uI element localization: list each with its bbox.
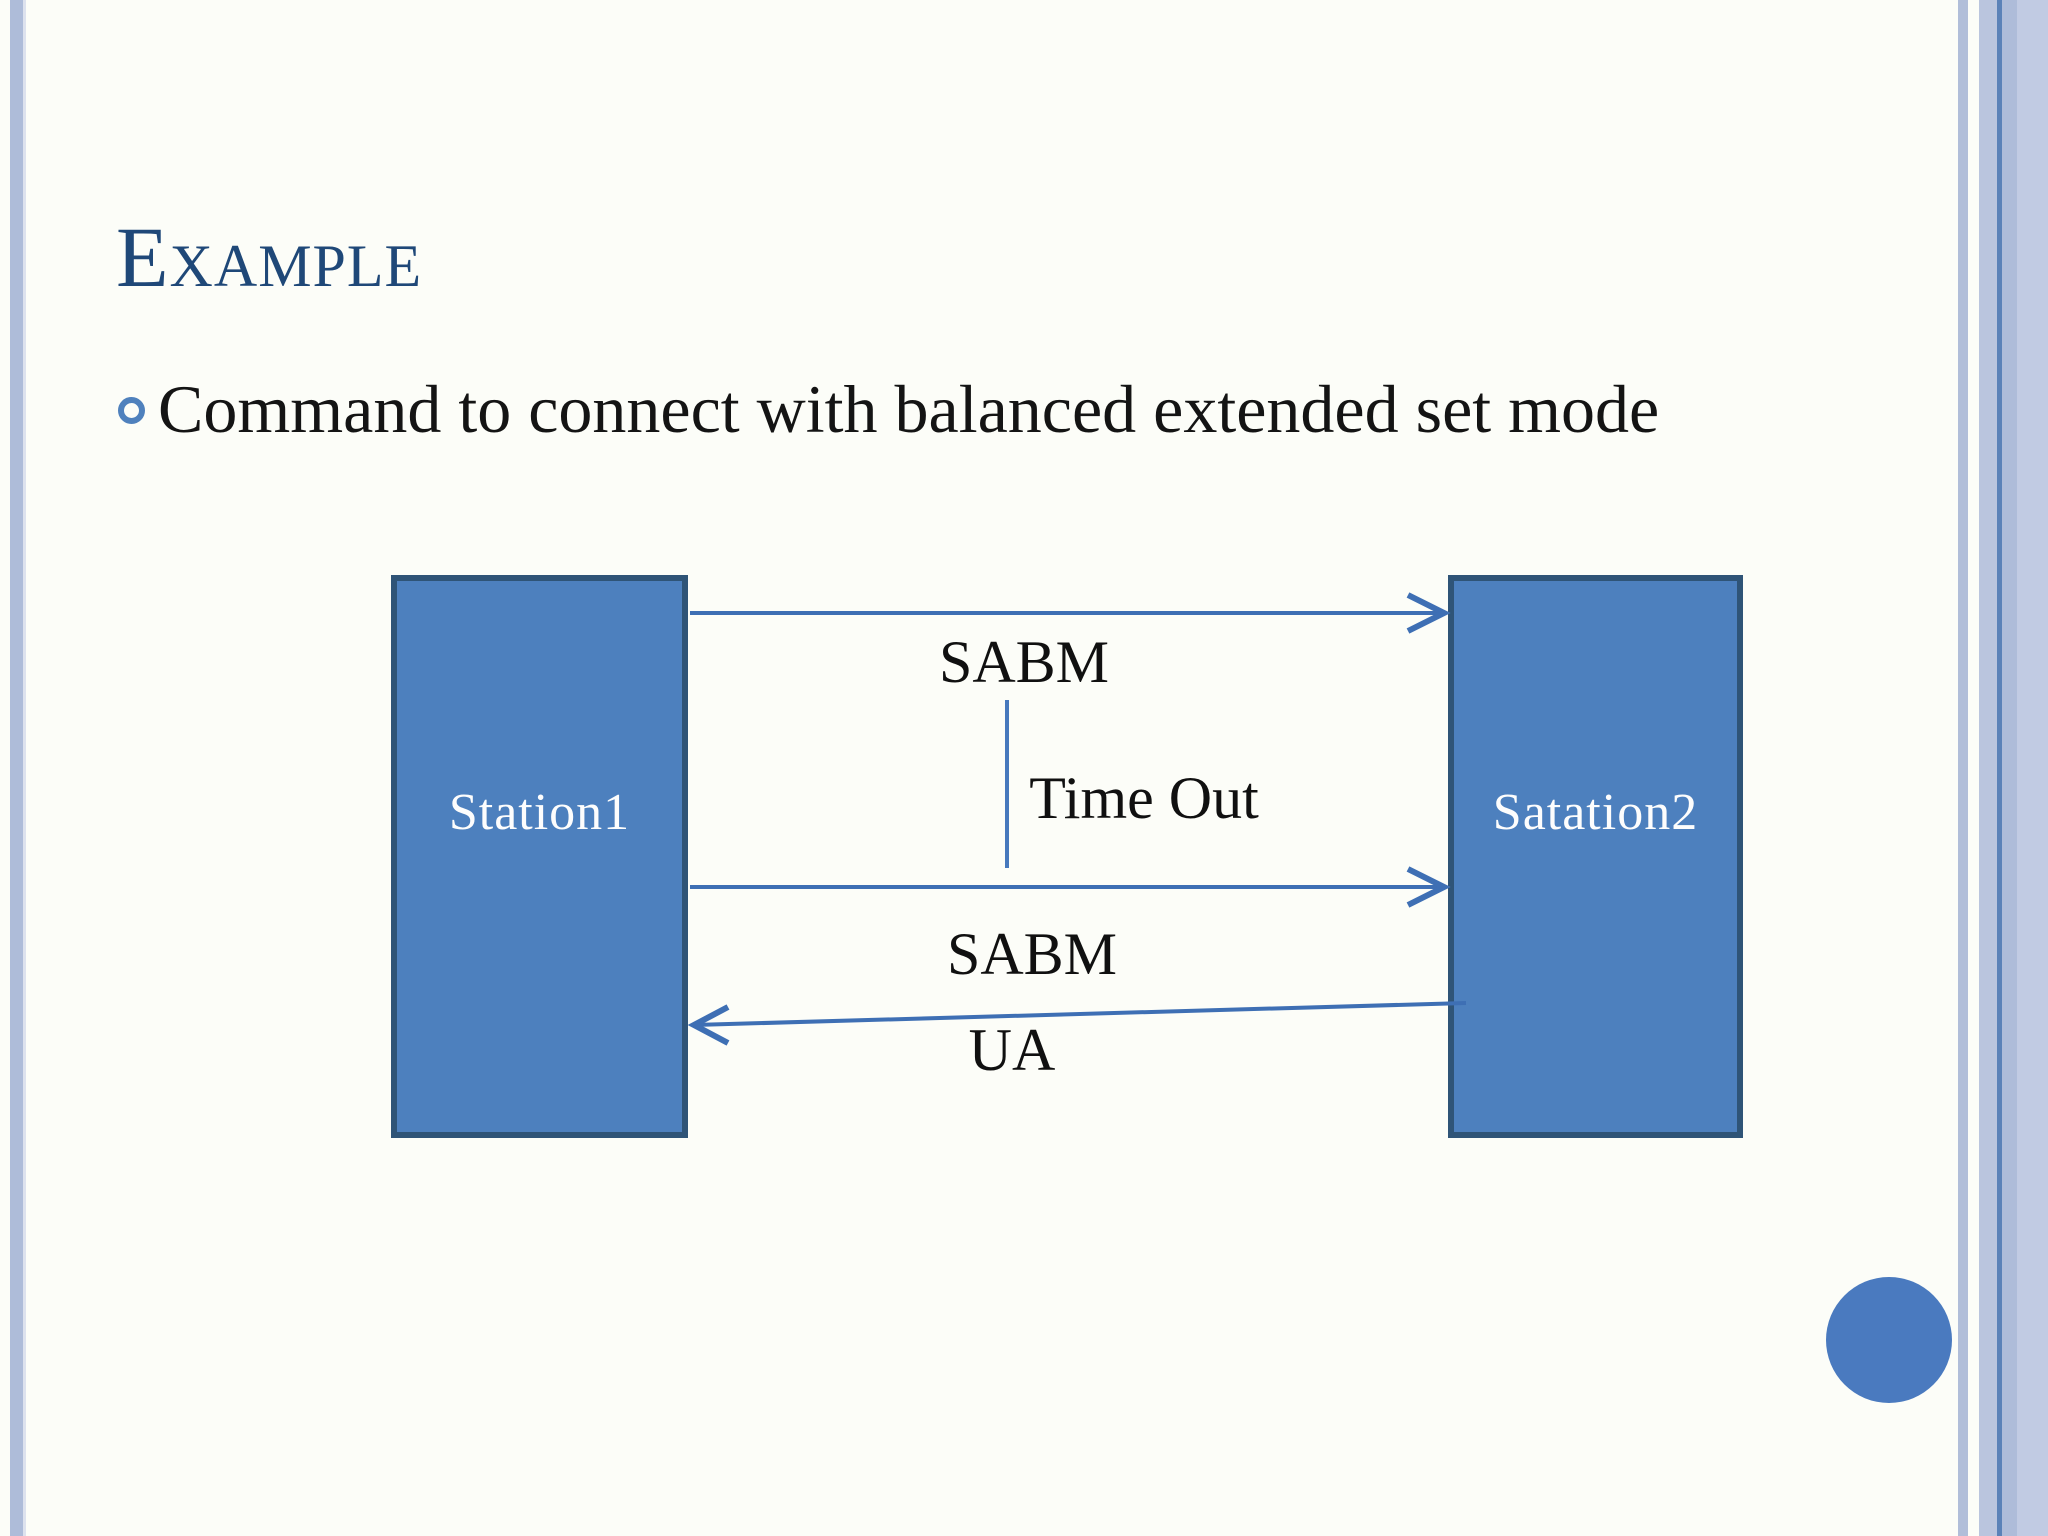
station1-box: Station1 (391, 575, 688, 1138)
station1-label: Station1 (448, 784, 631, 841)
right-stripe-band (1979, 0, 1997, 1536)
right-stripe-outer (1958, 0, 1968, 1536)
right-stripe-inner (2002, 0, 2017, 1536)
left-stripe-thin (23, 0, 26, 1536)
right-stripe-edge (2017, 0, 2048, 1536)
bullet-circle-icon (118, 397, 145, 424)
arrow-sabm-1 (690, 592, 1451, 634)
decorative-circle (1826, 1277, 1952, 1403)
label-sabm-2: SABM (946, 921, 1118, 987)
bullet-text: Command to connect with balanced extende… (158, 371, 1660, 447)
station2-label: Satation2 (1492, 784, 1699, 841)
label-timeout: Time Out (1029, 765, 1259, 831)
right-stripe-dark-line (1997, 0, 2002, 1536)
station2-box: Satation2 (1448, 575, 1743, 1138)
page-title: Example (116, 209, 423, 305)
arrow-sabm-2 (690, 866, 1451, 908)
label-sabm-1: SABM (938, 629, 1110, 695)
label-ua: UA (968, 1017, 1056, 1083)
arrow-ua (687, 1001, 1467, 1046)
left-stripe (10, 0, 23, 1536)
bullet-item: Command to connect with balanced extende… (118, 370, 1659, 448)
